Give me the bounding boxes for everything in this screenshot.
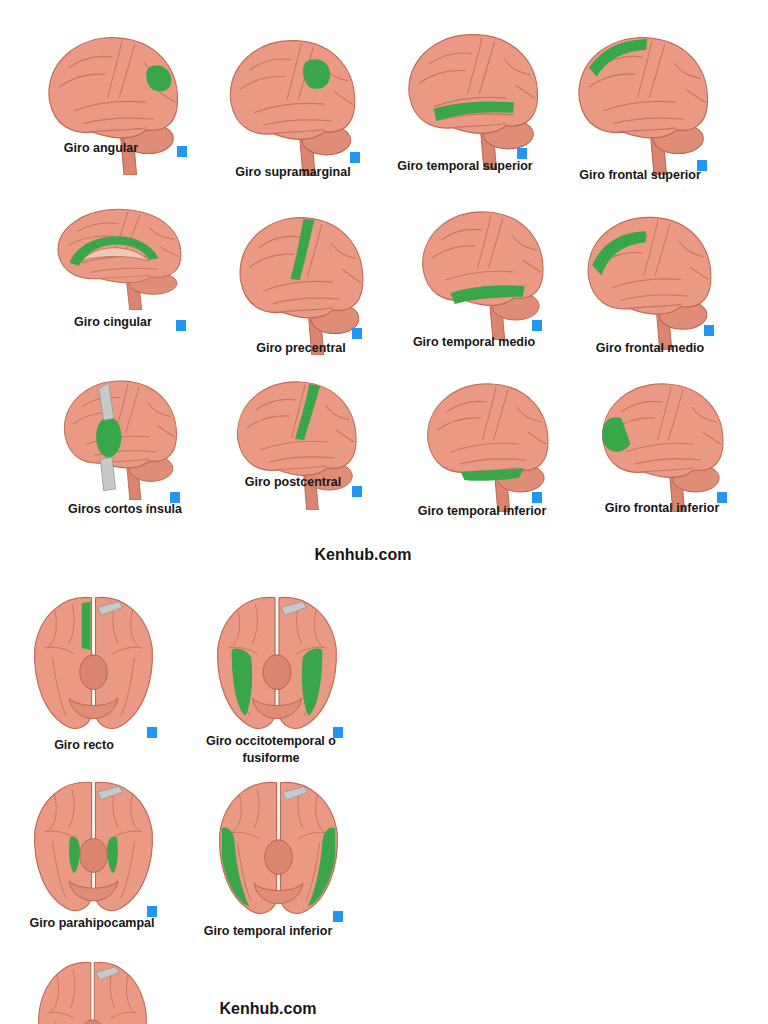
gyrus-label: Giro precentral — [256, 340, 346, 357]
gyrus-label: Giro frontal inferior — [605, 500, 720, 517]
gyrus-label: Giro temporal inferior — [204, 923, 333, 940]
gyrus-label: Giro temporal superior — [397, 158, 532, 175]
gyrus-label: Giro temporal medio — [413, 334, 535, 351]
gyrus-label: Giro parahipocampal — [29, 915, 154, 932]
gyrus-label: Giro recto — [54, 737, 114, 754]
site-credit: Kenhub.com — [220, 1000, 317, 1017]
gyrus-label: Giro angular — [64, 140, 138, 157]
gyrus-label: Giro frontal superior — [579, 167, 701, 184]
gyrus-label: Giros cortos ínsula — [68, 501, 182, 518]
gyrus-label: Giro frontal medio — [596, 340, 704, 357]
site-credit: Kenhub.com — [315, 546, 412, 563]
gyrus-label: Giro supramarginal — [235, 164, 350, 181]
gyrus-label: Giro cingular — [74, 314, 152, 331]
gyrus-label: Giro postcentral — [245, 474, 342, 491]
gyrus-label: Giro occitotemporal o fusiforme — [201, 733, 341, 767]
gyrus-label: Giro temporal inferior — [418, 503, 547, 520]
